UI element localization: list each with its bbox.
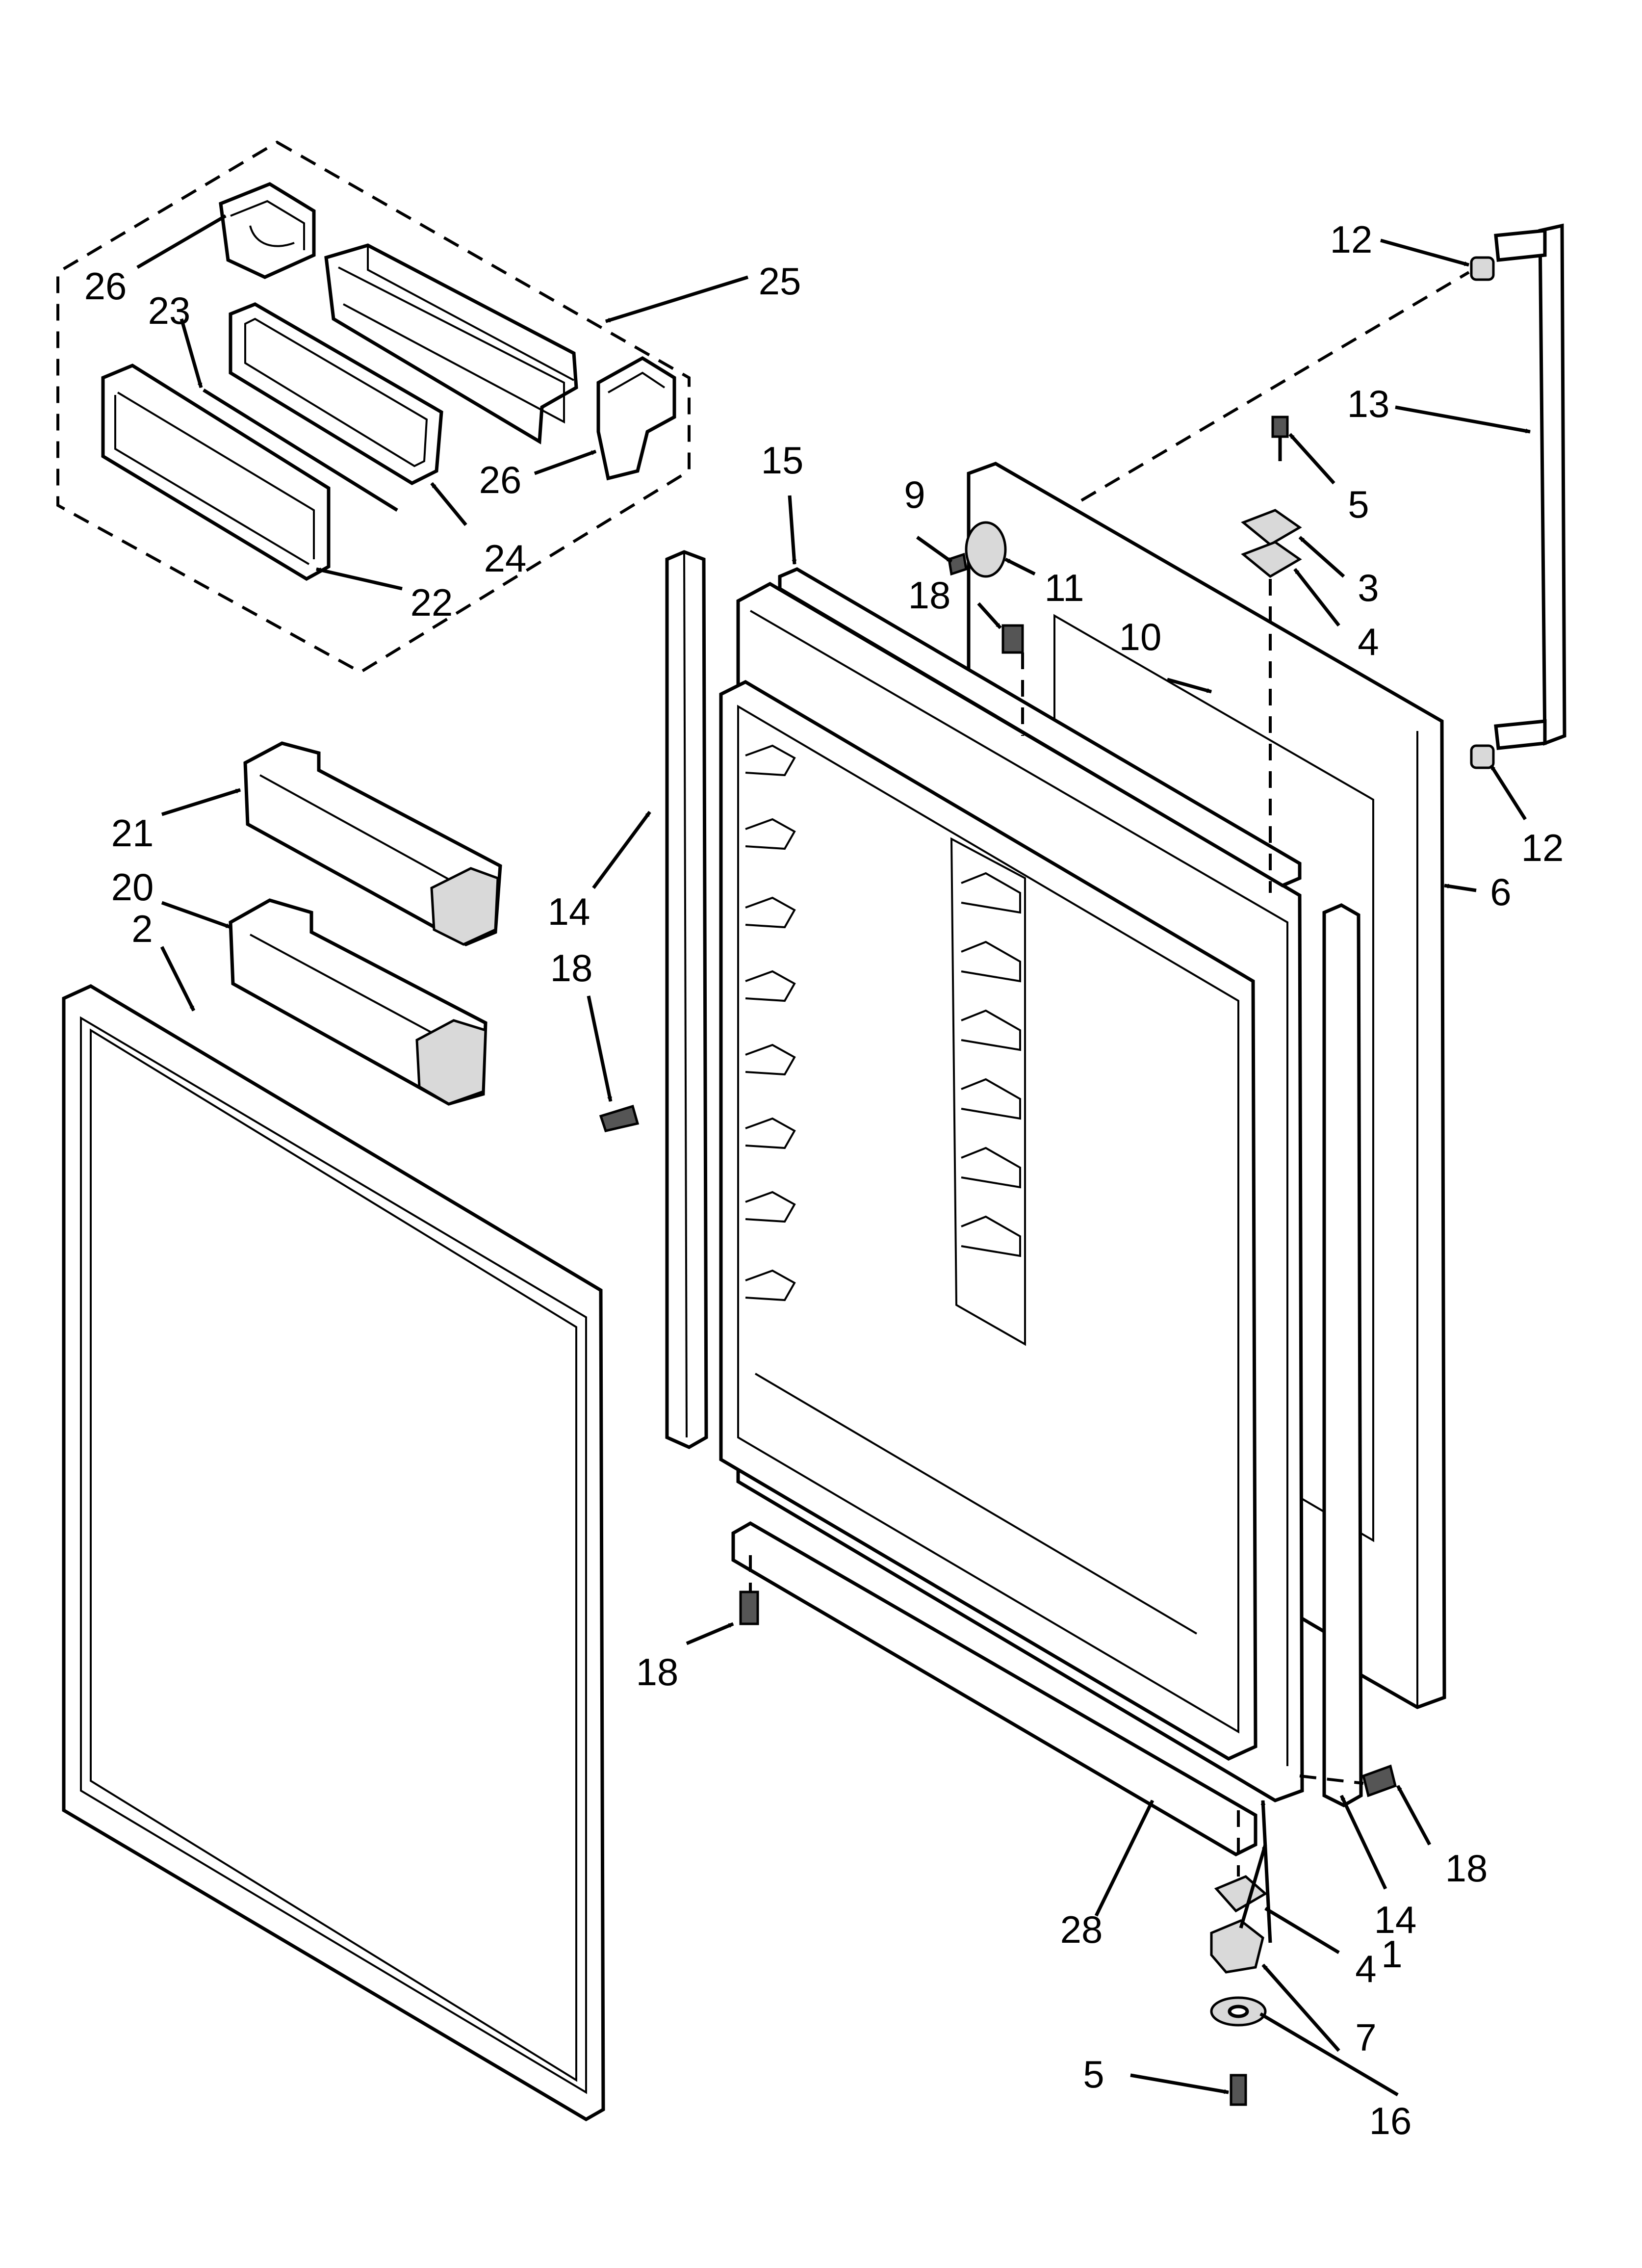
screw-liner-left [599,1104,640,1132]
door-trim-strip-right [1322,903,1363,1807]
screw-trim-bottom [739,1590,759,1625]
callout-11: 11 [1045,566,1084,609]
bin-gasket-frame [229,302,443,485]
callout-12-top: 12 [1330,218,1373,261]
callout-5-top: 5 [1348,483,1369,526]
callout-16: 16 [1369,2099,1412,2142]
callout-18-top: 18 [908,574,951,617]
door-gasket [62,984,605,2122]
callout-2: 2 [131,907,153,950]
callout-12-bottom: 12 [1521,826,1564,869]
callout-21: 21 [111,811,154,855]
handle-end-fitting-upper [1470,256,1495,281]
callout-5-bottom: 5 [1083,2053,1104,2096]
callout-23: 23 [148,289,191,332]
screw-trim-top [1001,624,1024,654]
alignment-line-handle [1080,271,1470,502]
bin-end-cap-right [596,356,676,481]
callout-14-left: 14 [548,890,590,933]
callout-10: 10 [1119,615,1162,658]
bin-end-cap-left [219,182,316,279]
callout-28: 28 [1060,1908,1103,1951]
callout-7: 7 [1355,2016,1376,2059]
callout-24: 24 [484,537,527,580]
shelf-supports-middle [950,837,1026,1346]
callout-18-bottom: 18 [636,1650,679,1694]
screw-trim-right [1362,1764,1397,1798]
door-trim-strip-left [665,550,708,1449]
callout-18-liner: 18 [550,946,593,990]
bin-assembly-dashed-outline [56,140,691,674]
callout-14-right: 14 [1374,1898,1417,1941]
callout-13: 13 [1347,382,1390,425]
door-trim-top [778,567,1302,887]
callout-6: 6 [1490,870,1511,913]
bin-front-panel [101,364,331,581]
door-shelf-upper [243,741,502,946]
callout-25: 25 [759,260,801,303]
callout-9: 9 [904,473,925,516]
door-handle [1494,223,1566,750]
callout-labels: 1 2 3 4 4 5 5 6 7 9 10 11 12 12 13 14 14… [84,218,1564,2142]
leader-lines [136,214,1531,2097]
door-liner [719,581,1304,1802]
callout-22: 22 [410,581,453,624]
callout-3: 3 [1358,566,1379,609]
callout-4-top: 4 [1358,620,1379,663]
shelf-supports-left [745,744,796,1302]
callout-26-left: 26 [84,264,127,308]
bin-trim-strip [203,389,398,512]
bottom-hinge-hardware [1210,1875,1268,2106]
callout-1: 1 [1381,1932,1402,1976]
door-shelf-lower [229,898,487,1106]
callout-20: 20 [111,865,154,909]
callout-15: 15 [761,439,804,482]
bin-body [324,243,578,444]
callout-18-right: 18 [1445,1847,1488,1890]
callout-26-right: 26 [479,458,522,501]
door-trim-bottom [731,1521,1257,1856]
handle-end-fitting-lower [1470,744,1495,769]
top-hinge-hardware [948,416,1302,578]
callout-4-bottom: 4 [1355,1947,1376,1990]
